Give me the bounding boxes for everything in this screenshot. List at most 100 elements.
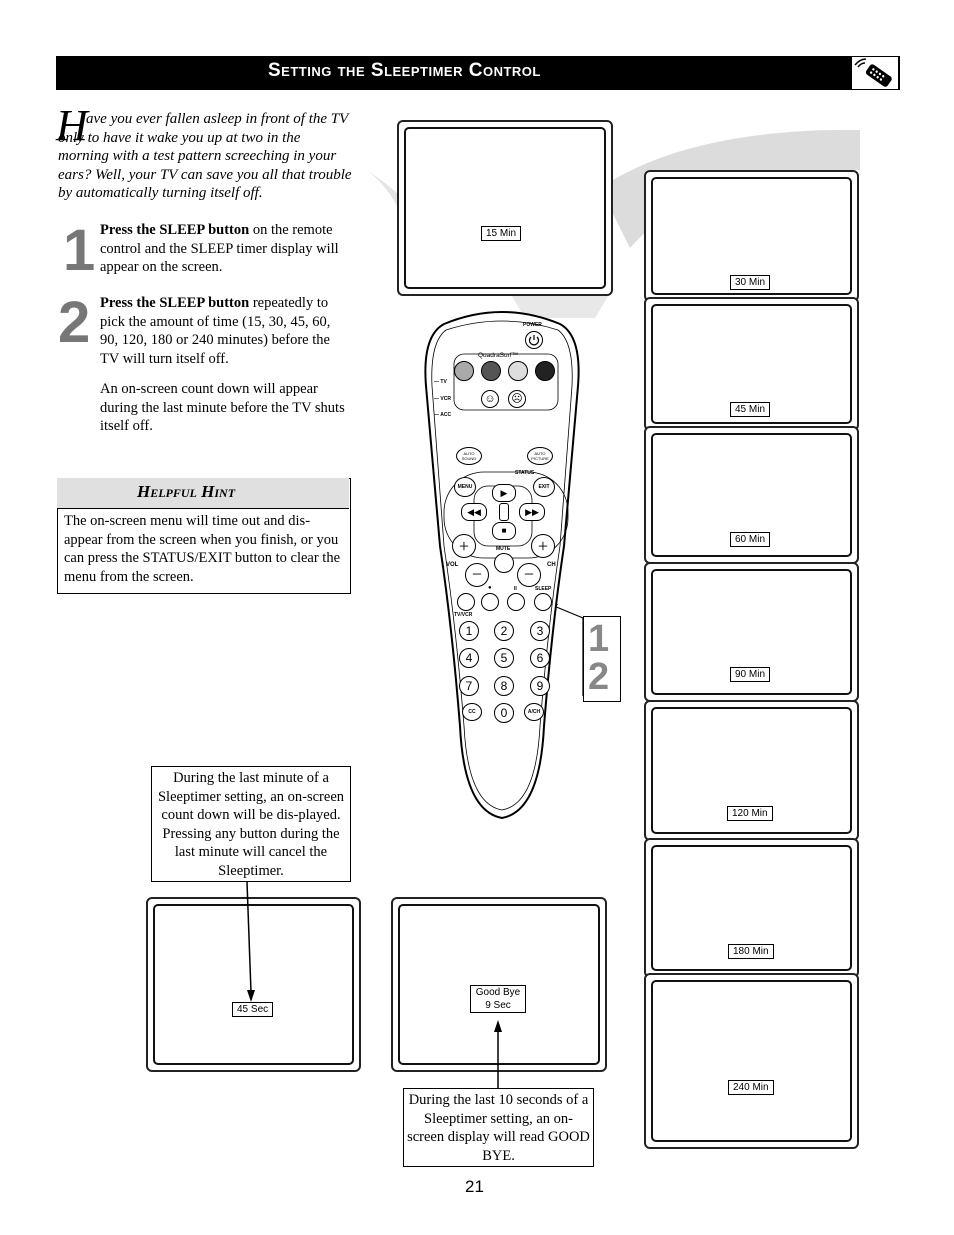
intro-paragraph: ave you ever fallen asleep in front of t…: [58, 111, 352, 202]
hint-text: The on-screen menu will time out and dis…: [64, 513, 341, 585]
digit-0-button[interactable]: 0: [494, 703, 514, 723]
auto-picture-button[interactable]: AUTO PICTURE: [527, 447, 553, 465]
callout-last-seconds: During the last 10 seconds of a Sleeptim…: [403, 1088, 594, 1167]
digit-5-button[interactable]: 5: [494, 648, 514, 668]
pause-button[interactable]: [507, 593, 525, 611]
volume-down-button[interactable]: −: [465, 563, 489, 587]
quadrasurf-label: QuadraSurf™: [478, 352, 519, 359]
mute-label: MUTE: [496, 546, 511, 552]
menu-button[interactable]: MENU: [454, 477, 476, 497]
tv-screen-60-min: 60 Min: [644, 426, 859, 564]
goodbye-line-2: 9 Sec: [485, 1000, 511, 1011]
step-2-body: repeatedly to pick the amount of time (1…: [100, 295, 331, 367]
osd-label: 60 Min: [730, 532, 771, 547]
minus-icon: −: [523, 564, 535, 584]
digit-1-button[interactable]: 1: [459, 621, 479, 641]
fast-forward-button[interactable]: ▶▶: [519, 503, 545, 521]
mode-acc-label: ACC: [440, 412, 452, 418]
tv-screen-countdown: 45 Sec: [146, 897, 361, 1072]
status-label: STATUS: [515, 470, 535, 476]
goodbye-line-1: Good Bye: [475, 987, 521, 998]
page-number: 21: [465, 1177, 484, 1196]
digit-4-button[interactable]: 4: [459, 648, 479, 668]
step-2-extra: An on-screen count down will appear duri…: [100, 381, 345, 435]
drop-cap: H: [56, 101, 88, 150]
sleep-label: SLEEP: [535, 586, 552, 592]
digit-3-button[interactable]: 3: [530, 621, 550, 641]
record-button[interactable]: [481, 593, 499, 611]
sleep-button[interactable]: [534, 593, 552, 611]
osd-label: 180 Min: [728, 944, 774, 959]
digit-7-button[interactable]: 7: [459, 676, 479, 696]
step-number-2: 2: [58, 290, 91, 355]
step-1-body: on the remote control and the SLEEP time…: [100, 222, 339, 276]
callout-last-minute: During the last minute of a Sleeptimer s…: [151, 766, 351, 882]
tv-vcr-button[interactable]: [457, 593, 475, 611]
mute-button[interactable]: [494, 553, 514, 573]
tv-screen-45-min: 45 Min: [644, 297, 859, 431]
rewind-icon: ◀◀: [467, 507, 481, 517]
channel-down-button[interactable]: −: [517, 563, 541, 587]
section-title-bar: [56, 56, 900, 90]
auto-sound-button[interactable]: AUTO SOUND: [456, 447, 482, 465]
mode-vcr: — VCR: [434, 396, 451, 402]
osd-goodbye: Good Bye 9 Sec: [470, 985, 526, 1013]
digit-6-button[interactable]: 6: [530, 648, 550, 668]
tv-screen-30-min: 30 Min: [644, 170, 859, 302]
hint-title: Helpful Hint: [137, 482, 236, 501]
osd-label: 30 Min: [730, 275, 771, 290]
hint-header: [57, 478, 349, 509]
digit-2-button[interactable]: 2: [494, 621, 514, 641]
tv-screen-180-min: 180 Min: [644, 838, 859, 978]
volume-up-button[interactable]: +: [452, 534, 476, 558]
pause-label: II: [514, 586, 517, 592]
tv-screen-240-min: 240 Min: [644, 973, 859, 1149]
tv-screen-goodbye: Good Bye 9 Sec: [391, 897, 607, 1072]
step-1-bold: Press the SLEEP button: [100, 222, 250, 238]
tv-vcr-label: TV/VCR: [454, 612, 473, 618]
marker-1: 1: [588, 618, 610, 660]
ch-label: CH: [547, 562, 556, 568]
quadrasurf-button-3[interactable]: [508, 361, 528, 381]
fast-forward-icon: ▶▶: [525, 507, 539, 517]
vol-label: VOL: [446, 562, 459, 568]
power-icon: [528, 335, 540, 346]
tv-screen-90-min: 90 Min: [644, 562, 859, 702]
quadrasurf-button-2[interactable]: [481, 361, 501, 381]
plus-icon: +: [537, 536, 549, 556]
power-button[interactable]: [525, 331, 543, 349]
digit-9-button[interactable]: 9: [530, 676, 550, 696]
smiley-button[interactable]: ☺: [481, 390, 499, 408]
tv-screen-120-min: 120 Min: [644, 700, 859, 841]
digit-8-button[interactable]: 8: [494, 676, 514, 696]
page-title: Setting the Sleeptimer Control: [268, 60, 541, 81]
osd-label: 90 Min: [730, 667, 771, 682]
cc-button[interactable]: CC: [462, 703, 482, 721]
osd-label: 45 Min: [730, 402, 771, 417]
quadrasurf-button-1[interactable]: [454, 361, 474, 381]
mode-tv: — TV: [434, 379, 447, 385]
osd-label: 15 Min: [481, 226, 522, 241]
frown-button[interactable]: ☹: [508, 390, 526, 408]
rewind-button[interactable]: ◀◀: [461, 503, 487, 521]
osd-label: 45 Sec: [232, 1002, 274, 1017]
osd-label: 120 Min: [727, 806, 773, 821]
record-lock-switch[interactable]: [499, 503, 509, 521]
stop-button[interactable]: ■: [492, 522, 516, 540]
osd-label: 240 Min: [728, 1080, 774, 1095]
step-number-1: 1: [63, 218, 96, 283]
step-1-text: Press the SLEEP button on the remote con…: [100, 221, 352, 277]
exit-button[interactable]: EXIT: [533, 477, 555, 497]
step-2-bold: Press the SLEEP button: [100, 295, 250, 311]
stop-icon: ■: [501, 526, 507, 535]
channel-up-button[interactable]: +: [531, 534, 555, 558]
ach-button[interactable]: A/CH: [524, 703, 544, 721]
mode-acc: — ACC: [434, 412, 452, 418]
marker-2: 2: [588, 656, 610, 698]
quadrasurf-button-4[interactable]: [535, 361, 555, 381]
mode-vcr-label: VCR: [440, 396, 451, 402]
step-2-text: Press the SLEEP button repeatedly to pic…: [100, 294, 352, 368]
play-button[interactable]: ▶: [492, 484, 516, 502]
remote-control-icon: [852, 57, 898, 89]
minus-icon: −: [471, 564, 483, 584]
